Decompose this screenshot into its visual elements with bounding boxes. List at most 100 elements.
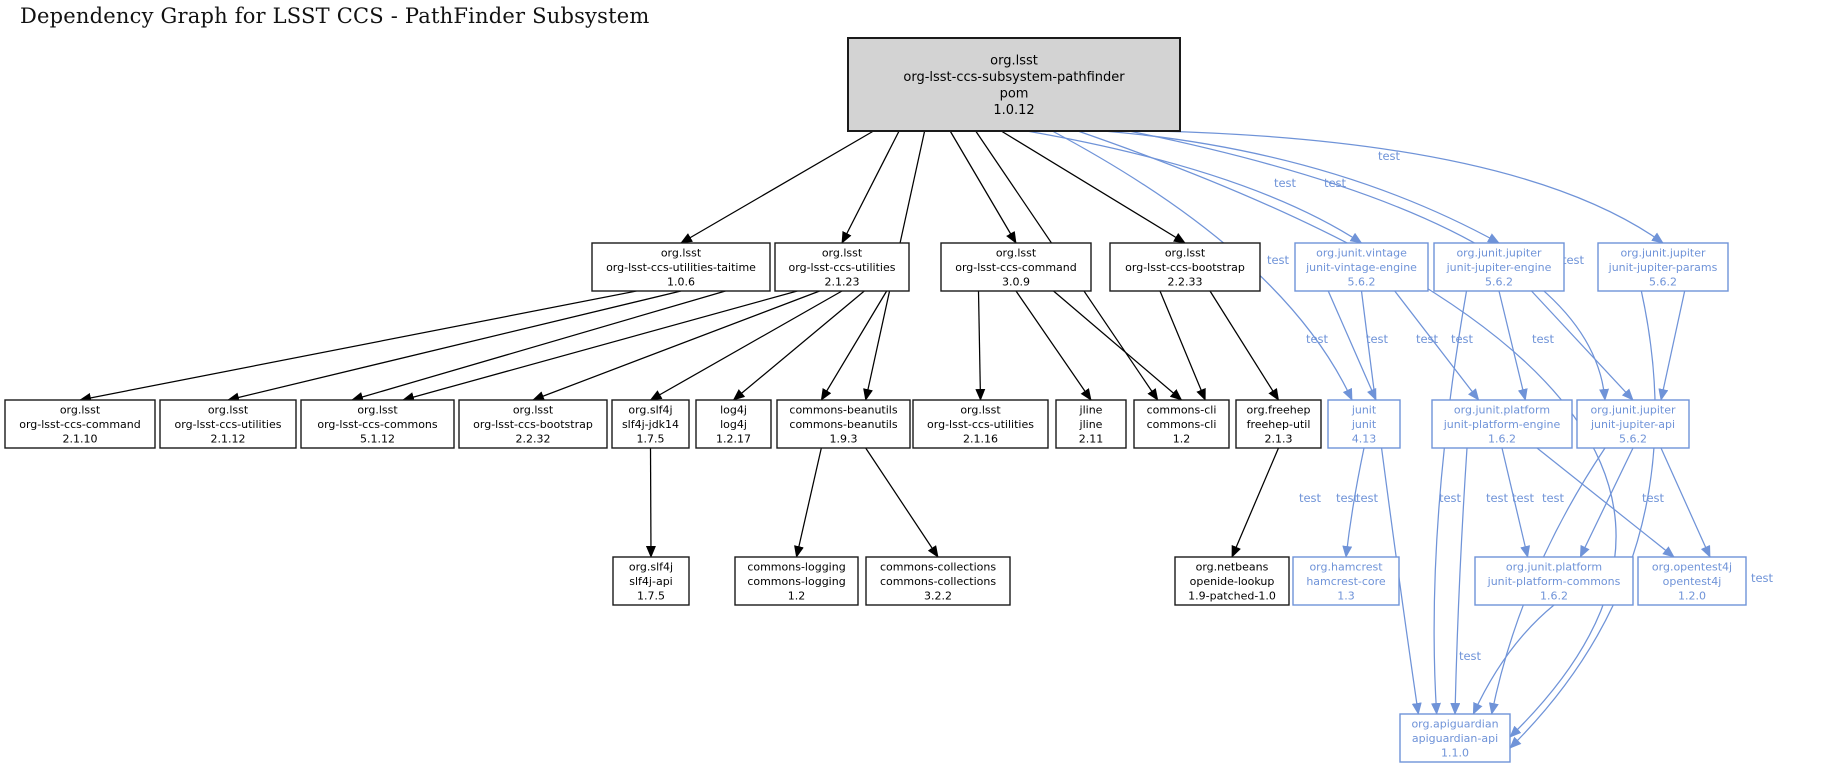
node-box — [1576, 399, 1690, 449]
edge-taitime-command210 — [79, 290, 637, 403]
node-box — [1399, 713, 1511, 763]
node-box — [611, 399, 690, 449]
node-box — [1327, 399, 1401, 449]
edge-utilities23-beanutils — [820, 290, 888, 401]
edge-root-jparams — [1154, 130, 1664, 244]
node-box — [1431, 399, 1573, 449]
edge-label-root-jparams: test — [1378, 149, 1401, 163]
edge-label-japi-pcommons: test — [1486, 491, 1509, 505]
edge-pengine-pcommons — [1501, 447, 1531, 558]
node-box — [1597, 242, 1729, 292]
node-box — [695, 399, 772, 449]
edge-utilities23-commons512 — [402, 290, 798, 402]
edge-jengine-apiguardian — [1430, 290, 1468, 715]
node-box — [1292, 556, 1400, 606]
node-box — [776, 399, 911, 449]
node-box — [1294, 242, 1429, 292]
edge-label-japi-opentest4j: test — [1542, 491, 1565, 505]
edge-jengine-japi — [1531, 290, 1634, 401]
edge-label-vintage-apiguardian: test — [1336, 491, 1359, 505]
node-box — [159, 399, 297, 449]
node-box — [1637, 556, 1747, 606]
edge-label-jengine-pengine: test — [1416, 332, 1439, 346]
edge-label-pengine-opentest4j: test — [1512, 491, 1535, 505]
edge-root-command309 — [949, 130, 1017, 244]
page-title: Dependency Graph for LSST CCS - PathFind… — [20, 4, 650, 28]
edge-freehep-openide — [1231, 447, 1280, 558]
edge-root-vintage — [1026, 130, 1363, 244]
edge-command309-utilities216 — [975, 290, 986, 401]
edge-pengine-apiguardian — [1450, 447, 1468, 715]
edge-slf4jjdk14-slf4japi — [645, 447, 656, 558]
edge-beanutils-clogging — [794, 447, 822, 558]
edge-jparams-japi — [1658, 290, 1686, 401]
edge-label-vintage-junit413: test — [1306, 332, 1329, 346]
node-box — [1055, 399, 1127, 449]
edge-label-junit413-hamcrest: test — [1299, 491, 1322, 505]
node-box — [865, 556, 1011, 606]
node-box — [912, 399, 1049, 449]
node-box — [458, 399, 608, 449]
edge-pcommons-apiguardian — [1472, 604, 1555, 715]
edge-utilities23-log4j — [732, 290, 865, 401]
edge-label-jparams-apiguardian: test — [1642, 491, 1665, 505]
node-box — [1174, 556, 1290, 606]
edge-bootstrap233-freehep — [1209, 290, 1280, 401]
edge-label-root-junit413: test — [1324, 176, 1347, 190]
edge-beanutils-ccollections — [865, 447, 939, 558]
node-box — [1433, 242, 1565, 292]
node-box — [591, 242, 771, 292]
edge-japi-opentest4j — [1660, 447, 1711, 558]
edge-japi-pcommons — [1579, 447, 1634, 558]
edge-vintage-apiguardian — [1360, 290, 1422, 715]
edge-bootstrap233-commonscli — [1159, 290, 1206, 401]
edge-junit413-hamcrest — [1342, 447, 1365, 558]
edge-taitime-commons512 — [351, 290, 726, 402]
edge-label-jengine-apiguardian: test — [1356, 491, 1379, 505]
edge-label-pengine-pcommons: test — [1439, 491, 1462, 505]
node-box — [4, 399, 156, 449]
edge-jparams-apiguardian — [1509, 290, 1656, 749]
edge-taitime-utilities212 — [227, 290, 682, 403]
edge-pengine-opentest4j — [1536, 447, 1675, 558]
edge-command309-commonscli — [1053, 290, 1183, 401]
edge-root-utilities23 — [841, 130, 900, 244]
edge-utilities23-bootstrap232 — [532, 290, 820, 401]
node-box — [612, 556, 690, 606]
node-box — [1109, 242, 1261, 292]
edge-label-root-jengine: test — [1274, 176, 1297, 190]
node-box — [300, 399, 455, 449]
edge-label-vintage-pengine: test — [1366, 332, 1389, 346]
edge-label-jparams-japi: test — [1532, 332, 1555, 346]
node-box — [734, 556, 859, 606]
